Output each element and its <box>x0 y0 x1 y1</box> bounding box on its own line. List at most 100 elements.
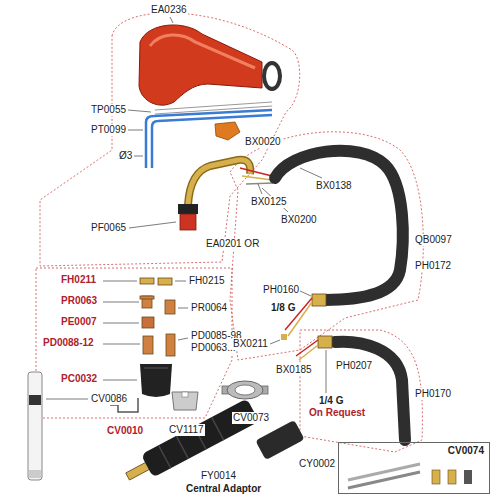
part-number: QB0097 <box>414 234 453 246</box>
part-number: CV0086 <box>90 393 128 405</box>
gas-nozzle <box>140 364 172 397</box>
part-number: BX0200 <box>280 214 318 226</box>
swan-neck <box>180 214 196 230</box>
leader-line <box>326 350 327 393</box>
part-number: PH0207 <box>335 360 373 372</box>
note-label: 1/8 G <box>270 302 296 314</box>
kit-drawing <box>348 464 420 480</box>
note-label: Central Adaptor <box>185 483 262 495</box>
nozzle-ring <box>235 385 255 395</box>
part-number: PR0064 <box>190 302 228 314</box>
torch-handle <box>139 25 280 105</box>
part-number: PR0063 <box>60 295 98 307</box>
part-number: BX0185 <box>275 364 313 376</box>
leader-line <box>300 168 322 178</box>
part-number: PH0172 <box>414 260 452 272</box>
consumable-parts <box>143 336 153 354</box>
leader-line <box>175 281 186 282</box>
part-number: Ø3 <box>118 150 133 162</box>
part-number: FH0215 <box>188 275 226 287</box>
upper-cable <box>312 294 326 306</box>
leader-line <box>103 344 140 345</box>
torch-handle <box>139 25 262 105</box>
part-number: PC0032 <box>60 373 98 385</box>
part-number: PE0007 <box>60 316 98 328</box>
consumable-parts <box>158 278 172 285</box>
part-number: TP0055 <box>90 104 127 116</box>
upper-cable <box>240 168 272 176</box>
gas-nozzle <box>140 364 172 397</box>
nozzle-collar <box>182 392 188 397</box>
note-label: 1/4 G <box>318 395 344 407</box>
part-number: BX0138 <box>315 180 353 192</box>
consumable-parts <box>142 317 154 328</box>
kit-drawing <box>348 464 472 488</box>
swan-neck <box>178 160 250 230</box>
leader-line <box>103 302 139 303</box>
swan-neck <box>178 204 198 214</box>
part-number: CY0002 <box>298 458 336 470</box>
torch-handle <box>150 35 255 68</box>
group-outline <box>40 13 300 266</box>
consumable-parts <box>140 278 175 356</box>
gas-nozzle <box>144 368 168 369</box>
group-outline <box>36 13 423 452</box>
liner-tube <box>29 395 41 405</box>
nozzle-collar <box>172 392 198 410</box>
leader-line <box>178 308 188 309</box>
group-outline <box>300 330 422 452</box>
lower-cable <box>335 342 405 440</box>
consumable-parts <box>140 296 154 299</box>
kit-drawing <box>348 472 420 488</box>
nozzle-collar <box>172 392 198 410</box>
sleeve <box>255 420 304 460</box>
liner-tube <box>28 372 42 480</box>
nozzle-ring <box>227 381 263 399</box>
part-number: BX0020 <box>244 136 282 148</box>
swan-neck <box>188 160 250 205</box>
part-number: PD0088-12 <box>42 337 95 349</box>
kit-drawing <box>464 470 472 484</box>
part-number: FY0014 <box>200 470 237 482</box>
upper-cable <box>281 334 287 340</box>
leader-line <box>258 184 262 194</box>
part-number: PH0160 <box>262 284 300 296</box>
part-number: PT0099 <box>90 124 127 136</box>
part-number: BX0125 <box>250 196 288 208</box>
part-number: PH0170 <box>414 388 452 400</box>
part-number: EA0236 <box>150 4 188 16</box>
leader-line <box>129 222 176 228</box>
upper-cable <box>246 183 273 184</box>
leader-line <box>270 340 280 344</box>
leader-line <box>128 110 151 112</box>
liner-tube <box>28 372 42 480</box>
orange-insulator <box>215 122 240 140</box>
leader-line <box>103 281 137 282</box>
leader-line <box>178 338 188 340</box>
kit-drawing <box>432 470 440 484</box>
leader-line <box>46 399 88 400</box>
kit-drawing <box>448 470 456 484</box>
torch-handle <box>264 63 280 89</box>
consumable-parts <box>165 300 175 314</box>
lower-cable <box>318 336 332 348</box>
sleeve <box>255 420 304 460</box>
leader-line <box>103 380 137 381</box>
upper-cable <box>275 151 403 300</box>
central-adaptor <box>159 417 224 468</box>
part-number: FH0211 <box>60 274 97 286</box>
part-number: CV0073 <box>232 412 270 424</box>
leader-line <box>134 156 143 157</box>
part-number: BX0211 <box>232 338 269 350</box>
part-number: PF0065 <box>90 222 127 234</box>
upper-cable <box>242 176 272 180</box>
part-number: PD0063... <box>190 342 236 354</box>
part-number: EA0201 OR <box>205 238 260 250</box>
orange-insulator <box>215 122 240 140</box>
lower-cable <box>299 345 318 360</box>
part-number: On Request <box>308 407 366 419</box>
part-number: CV0010 <box>106 425 144 437</box>
consumable-parts <box>140 278 154 284</box>
